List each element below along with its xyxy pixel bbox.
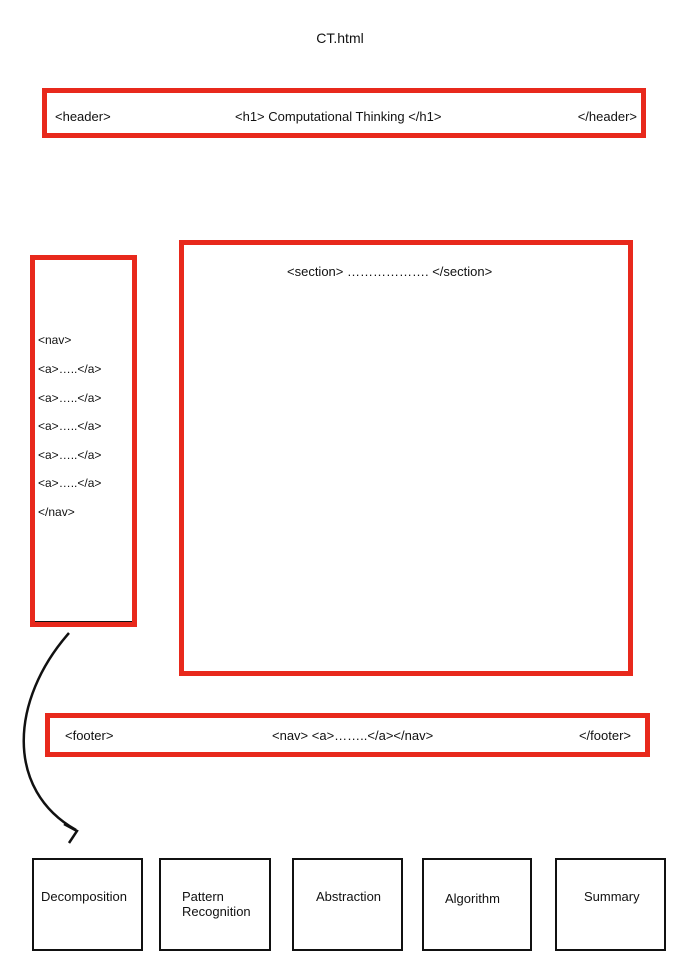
nav-link-2: <a>…..</a> xyxy=(38,391,102,405)
page-box-pattern-recognition[interactable]: Pattern Recognition xyxy=(159,858,271,951)
header-block: <header> <h1> Computational Thinking </h… xyxy=(42,88,646,138)
footer-nav-text: <nav> <a>……..</a></nav> xyxy=(272,728,434,743)
nav-open-tag: <nav> xyxy=(38,333,72,347)
nav-block: <nav> <a>…..</a> <a>…..</a> <a>…..</a> <… xyxy=(30,255,137,627)
file-title: CT.html xyxy=(316,30,364,46)
footer-open-tag: <footer> xyxy=(65,728,114,743)
header-h1-text: <h1> Computational Thinking </h1> xyxy=(235,109,442,124)
page-box-decomposition[interactable]: Decomposition xyxy=(32,858,143,951)
page-label-decomposition: Decomposition xyxy=(41,889,127,904)
page-label-summary: Summary xyxy=(584,889,640,904)
page-label-pattern-recognition: Pattern Recognition xyxy=(182,889,251,919)
section-text: <section> ………………. </section> xyxy=(287,264,493,279)
footer-block: <footer> <nav> <a>……..</a></nav> </foote… xyxy=(45,713,650,757)
page-box-summary[interactable]: Summary xyxy=(555,858,666,951)
nav-link-3: <a>…..</a> xyxy=(38,419,102,433)
nav-link-5: <a>…..</a> xyxy=(38,476,102,490)
page-box-abstraction[interactable]: Abstraction xyxy=(292,858,403,951)
nav-close-tag: </nav> xyxy=(38,505,75,519)
page-label-abstraction: Abstraction xyxy=(316,889,382,904)
header-open-tag: <header> xyxy=(55,109,111,124)
page-box-algorithm[interactable]: Algorithm xyxy=(422,858,532,951)
section-block: <section> ………………. </section> xyxy=(179,240,633,676)
nav-link-1: <a>…..</a> xyxy=(38,362,102,376)
header-close-tag: </header> xyxy=(577,109,637,124)
footer-close-tag: </footer> xyxy=(578,728,631,743)
nav-link-4: <a>…..</a> xyxy=(38,448,102,462)
page-label-algorithm: Algorithm xyxy=(445,891,500,906)
nav-divider xyxy=(35,621,132,622)
